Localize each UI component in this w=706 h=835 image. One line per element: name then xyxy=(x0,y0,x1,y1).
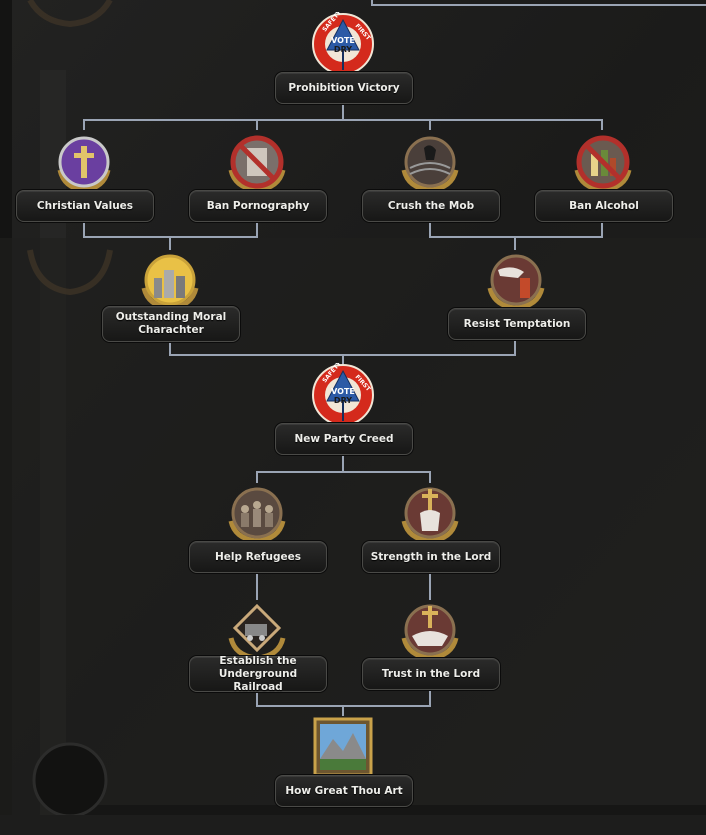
focus-label[interactable]: Christian Values xyxy=(16,190,154,222)
focus-label[interactable]: Establish the Underground Railroad xyxy=(189,655,327,693)
vote-dry-badge-icon: VOTE DRY SAFETY FIRST xyxy=(312,363,374,426)
locomotive-icon xyxy=(228,603,286,661)
background-layer xyxy=(0,0,706,815)
focus-label[interactable]: Outstanding Moral Charachter xyxy=(102,306,240,342)
ban-sign-icon xyxy=(228,135,286,193)
focus-trust-in-the-lord[interactable]: Trust in the Lord xyxy=(360,592,500,718)
hand-refusing-bottle-icon xyxy=(487,254,545,311)
focus-connectors xyxy=(83,0,706,716)
focus-how-great-thou-art[interactable]: How Great Thou Art xyxy=(273,709,413,835)
focus-ban-pornography[interactable]: Ban Pornography xyxy=(187,124,327,250)
focus-label[interactable]: Trust in the Lord xyxy=(362,658,500,690)
mountain-landscape-icon xyxy=(313,717,373,777)
wreath-decoration-icon xyxy=(27,0,113,296)
focus-label[interactable]: New Party Creed xyxy=(275,423,413,455)
vote-dry-badge-icon: VOTE DRY SAFETY FIRST xyxy=(312,12,374,75)
focus-label[interactable]: Prohibition Victory xyxy=(275,72,413,104)
crowd-of-people-icon xyxy=(228,487,286,544)
focus-crush-the-mob[interactable]: Crush the Mob xyxy=(360,124,500,250)
focus-label[interactable]: Ban Alcohol xyxy=(535,190,673,222)
handshake-crucifix-icon xyxy=(401,604,459,661)
focus-label[interactable]: How Great Thou Art xyxy=(275,775,413,807)
focus-prohibition-victory[interactable]: VOTE DRY SAFETY FIRST Prohibition Victor… xyxy=(273,6,413,132)
fist-crucifix-icon xyxy=(401,487,459,544)
ban-bottles-icon xyxy=(574,135,632,193)
focus-help-refugees[interactable]: Help Refugees xyxy=(187,475,327,601)
svg-text:DRY: DRY xyxy=(334,396,352,405)
focus-label[interactable]: Strength in the Lord xyxy=(362,541,500,573)
focus-strength-in-the-lord[interactable]: Strength in the Lord xyxy=(360,475,500,601)
barbed-wire-crow-icon xyxy=(401,136,459,193)
circle-ornament xyxy=(32,742,108,815)
focus-label[interactable]: Help Refugees xyxy=(189,541,327,573)
focus-establish-underground-railroad[interactable]: Establish the Underground Railroad xyxy=(187,592,327,718)
focus-resist-temptation[interactable]: Resist Temptation xyxy=(446,242,586,368)
crucifix-wreath-icon xyxy=(57,136,111,193)
focus-label[interactable]: Crush the Mob xyxy=(362,190,500,222)
focus-christian-values[interactable]: Christian Values xyxy=(14,124,154,250)
svg-text:DRY: DRY xyxy=(334,45,352,54)
focus-outstanding-moral-character[interactable]: Outstanding Moral Charachter xyxy=(100,242,240,368)
focus-ban-alcohol[interactable]: Ban Alcohol xyxy=(533,124,673,250)
focus-label[interactable]: Resist Temptation xyxy=(448,308,586,340)
focus-new-party-creed[interactable]: VOTE DRY SAFETY FIRST New Party Creed xyxy=(273,357,413,483)
focus-label[interactable]: Ban Pornography xyxy=(189,190,327,222)
svg-text:VOTE: VOTE xyxy=(331,36,355,45)
sunrise-city-icon xyxy=(141,254,199,311)
svg-text:VOTE: VOTE xyxy=(331,387,355,396)
